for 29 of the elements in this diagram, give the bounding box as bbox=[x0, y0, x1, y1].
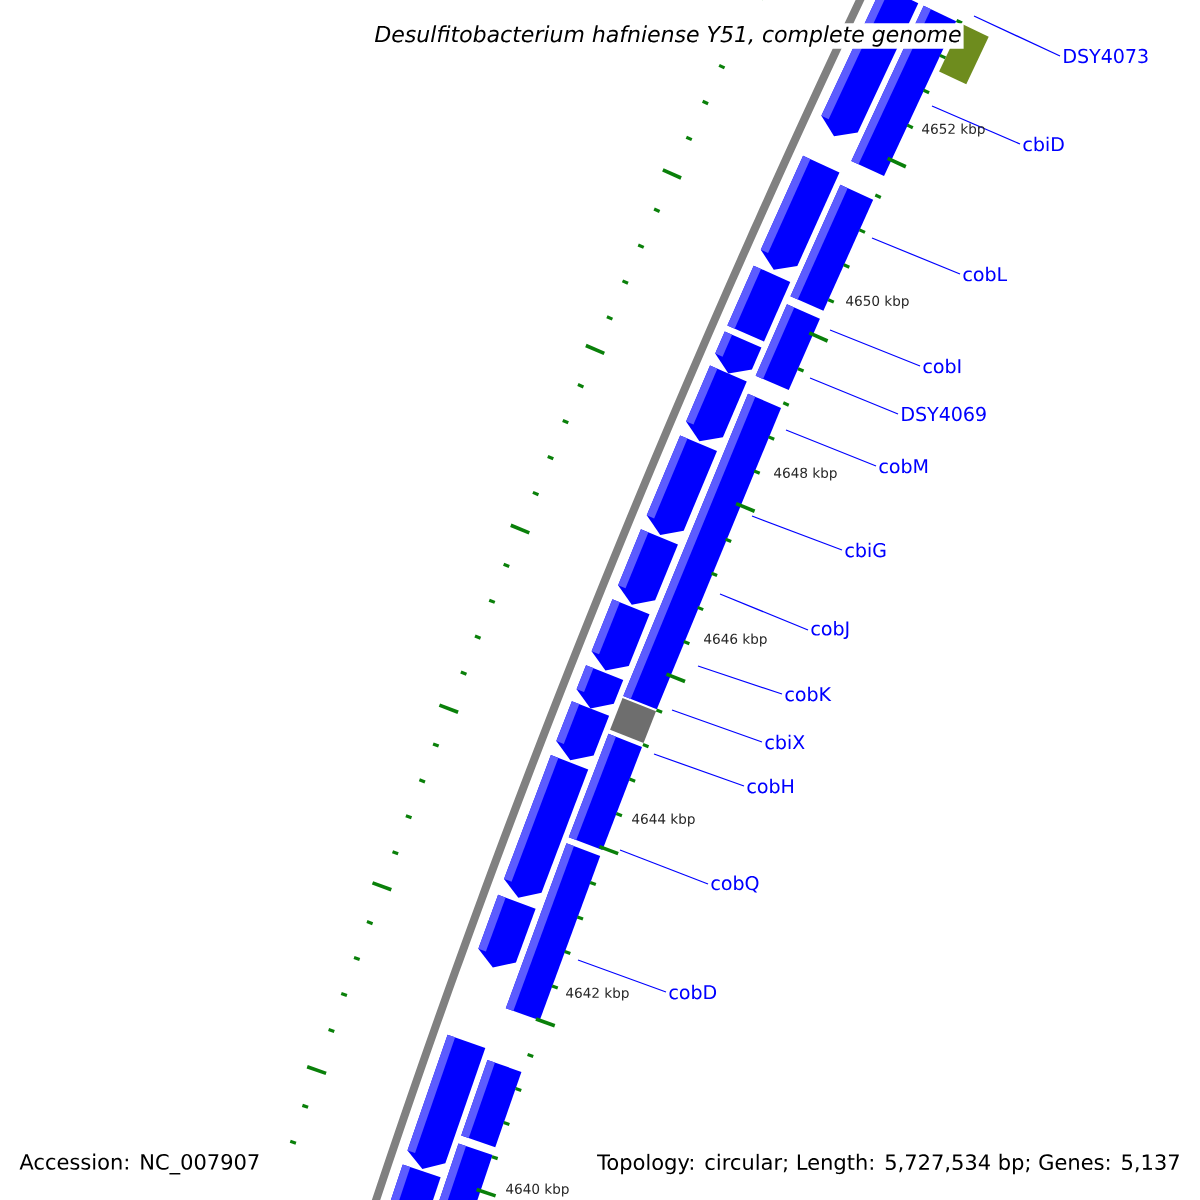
title: Desulfitobacterium hafniense Y51, complete genome bbox=[372, 23, 964, 49]
gene-label: cbiD bbox=[1023, 136, 1064, 152]
leader-line bbox=[785, 429, 877, 467]
leader-line bbox=[829, 329, 921, 367]
leader-line bbox=[751, 515, 843, 551]
leader-line bbox=[809, 377, 899, 415]
gene-label: cobD bbox=[669, 984, 717, 1000]
accession-text: Accession: NC_007907 bbox=[19, 1153, 259, 1175]
gene-label: cobL bbox=[963, 266, 1008, 282]
leader-line bbox=[671, 709, 763, 743]
gene-label: cbiX bbox=[765, 734, 805, 750]
leader-line bbox=[973, 15, 1061, 57]
gene-label: cobH bbox=[747, 778, 793, 794]
gene-label: cbiG bbox=[845, 542, 886, 558]
leader-line bbox=[931, 105, 1021, 145]
leader-line bbox=[577, 959, 667, 993]
gene-label: cobQ bbox=[711, 875, 759, 893]
leader-line bbox=[719, 593, 809, 631]
gene-label: cobJ bbox=[811, 620, 849, 640]
gene-label: cobI bbox=[923, 358, 961, 374]
gene-label: cobM bbox=[879, 458, 928, 474]
leader-line bbox=[619, 849, 709, 885]
leader-line bbox=[697, 665, 783, 695]
gene-label: cobK bbox=[785, 686, 832, 702]
leader-line bbox=[653, 753, 745, 787]
leader-line bbox=[871, 237, 961, 275]
gene-label: DSY4073 bbox=[1064, 48, 1148, 64]
genome-info-text: Topology: circular; Length: 5,727,534 bp; Genes: 5,137 bbox=[597, 1153, 1179, 1175]
gene-label: DSY4069 bbox=[902, 406, 986, 422]
